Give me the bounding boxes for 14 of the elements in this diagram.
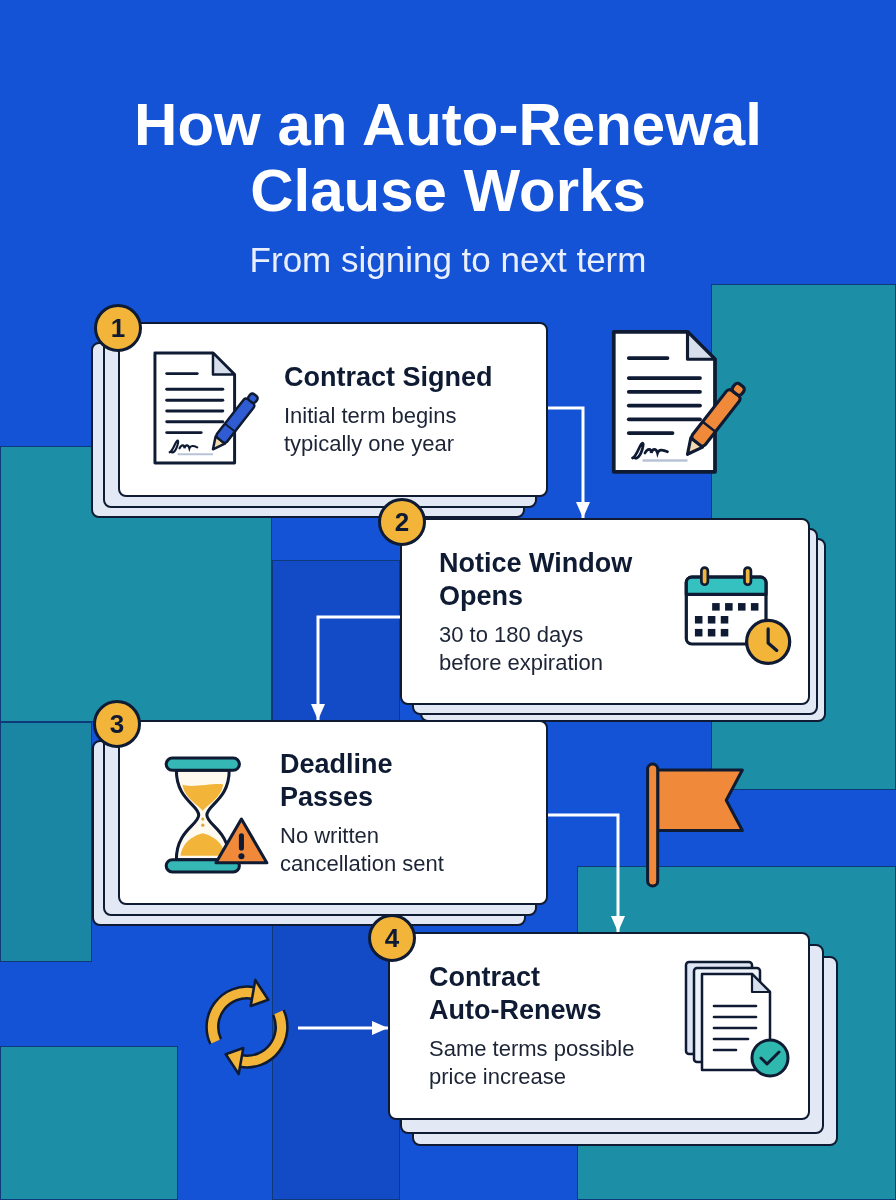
arrow <box>311 615 400 720</box>
subtitle: From signing to next term <box>248 239 648 281</box>
step-title: Contract Auto-Renews <box>429 961 603 1027</box>
step-description: Same terms possible price increase <box>429 1035 636 1091</box>
page-title: How an Auto-Renewal Clause Works <box>133 92 763 224</box>
step-title: Contract Signed <box>284 361 494 394</box>
step-description: 30 to 180 days before expiration <box>439 620 604 677</box>
step-description: No written cancellation sent <box>280 821 445 878</box>
arrow <box>298 1021 388 1035</box>
arrow <box>548 813 625 932</box>
step-description: Initial term begins typically one year <box>284 402 458 458</box>
step-title: Deadline Passes <box>280 747 394 814</box>
arrow <box>548 406 590 518</box>
step-title: Notice Window Opens <box>439 546 634 613</box>
